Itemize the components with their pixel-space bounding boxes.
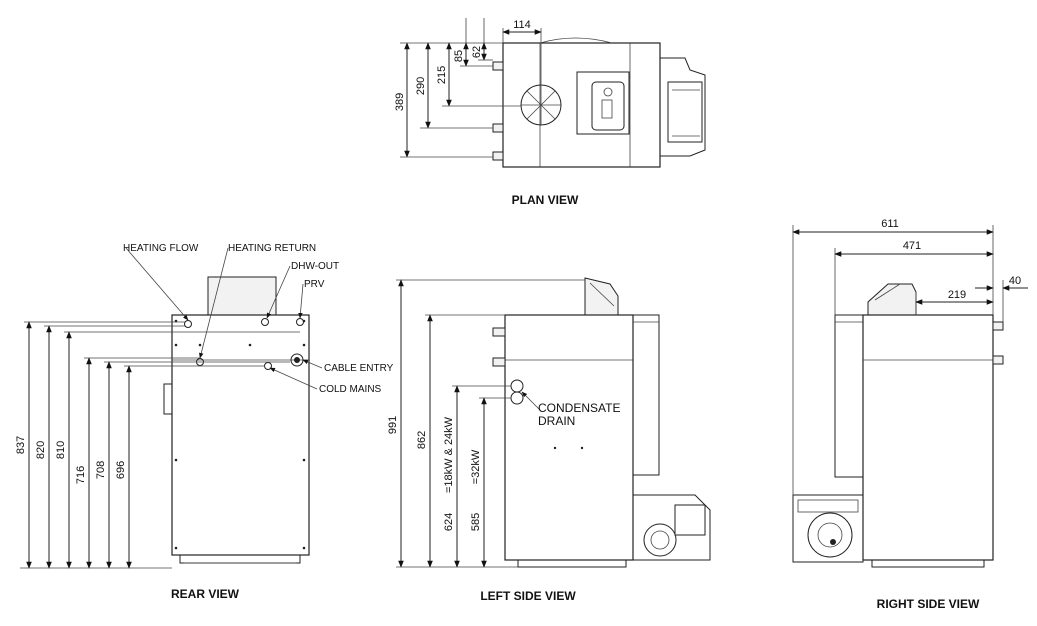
plan-dim-290: 290 [415, 77, 427, 95]
flue-outlet [520, 84, 562, 126]
rear-dim-708: 708 [95, 461, 107, 479]
left-callout-condensate-1: CONDENSATE [538, 401, 620, 415]
plan-dim-114: 114 [513, 19, 531, 31]
plan-dim-62: 62 [471, 46, 483, 58]
left-dim-624: 624 [443, 513, 455, 531]
rear-dim-820: 820 [35, 441, 47, 459]
left-dim-kw1: =18kW & 24kW [443, 416, 455, 493]
rear-dim-716: 716 [75, 466, 87, 484]
callout-heating-return: HEATING RETURN [228, 243, 316, 254]
callout-cold-mains: COLD MAINS [319, 384, 382, 395]
right-dim-40: 40 [1009, 275, 1021, 287]
left-dim-862: 862 [416, 431, 428, 449]
right-side-view: 611 471 219 40 RIGHT SIDE VIEW [792, 218, 1028, 611]
left-body [504, 314, 634, 561]
plan-dim-389: 389 [394, 93, 406, 111]
callout-prv: PRV [304, 279, 325, 290]
right-view-title: RIGHT SIDE VIEW [877, 597, 980, 611]
left-view-title: LEFT SIDE VIEW [480, 589, 576, 603]
right-dim-471: 471 [903, 240, 921, 252]
rear-view-title: REAR VIEW [171, 587, 240, 601]
plan-view: 389 290 215 85 62 114 PLAN VIEW [394, 18, 706, 207]
right-dim-219: 219 [948, 289, 966, 301]
plan-dim-85: 85 [453, 50, 465, 62]
rear-view: HEATING FLOW HEATING RETURN DHW-OUT PRV … [15, 243, 394, 601]
right-dim-611: 611 [881, 218, 899, 230]
left-dim-991: 991 [387, 416, 399, 434]
right-body [862, 314, 994, 561]
rear-dim-837: 837 [15, 436, 27, 454]
left-callout-condensate-2: DRAIN [538, 414, 575, 428]
callout-cable-entry: CABLE ENTRY [324, 363, 394, 374]
plan-view-title: PLAN VIEW [512, 193, 579, 207]
rear-body [171, 314, 310, 556]
callout-heating-flow: HEATING FLOW [123, 243, 199, 254]
callout-dhw-out: DHW-OUT [291, 261, 339, 272]
left-dim-kw2: =32kW [470, 449, 482, 484]
rear-dim-810: 810 [55, 441, 67, 459]
rear-dim-696: 696 [115, 461, 127, 479]
plan-dim-215: 215 [436, 66, 448, 84]
left-side-view: CONDENSATE DRAIN 991 862 624 =18kW & 24k… [387, 277, 711, 603]
left-dim-585: 585 [470, 513, 482, 531]
